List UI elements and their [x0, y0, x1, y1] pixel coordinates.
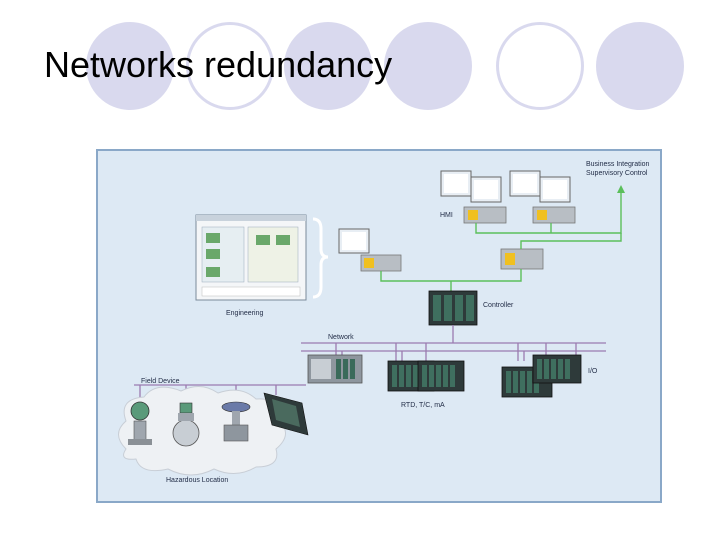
io-rack-5: [532, 354, 582, 384]
hazardous-location-label: Hazardous Location: [166, 477, 228, 484]
flow-transmitter-icon: [128, 401, 152, 445]
supervisory-arrow-icon: [617, 185, 625, 193]
io-rack-3: [417, 360, 465, 392]
business-integration-label: Business Integration: [586, 161, 650, 168]
network-label: Network: [328, 334, 354, 341]
io-label: I/O: [588, 368, 598, 375]
supervisory-network-lines: [380, 189, 622, 291]
decorative-circle-2: [186, 22, 274, 110]
magnetic-flowmeter-icon: [172, 402, 200, 447]
supervisory-control-label: Supervisory Control: [586, 170, 648, 177]
network-diagram: Engineering HMI Business Integra: [96, 149, 662, 503]
engineering-pc-icon: [338, 228, 402, 272]
engineering-label: Engineering: [226, 310, 263, 317]
hmi-label: HMI: [440, 212, 453, 219]
field-device-label: Field Device: [141, 378, 180, 385]
hmi-pc-icon-1: [440, 170, 507, 224]
control-network-lines: [134, 325, 606, 407]
slide-title: Networks redundancy: [44, 44, 393, 85]
rtd-label: RTD, T/C, mA: [401, 402, 445, 409]
decorative-circle-4: [384, 22, 472, 110]
control-valve-icon: [221, 401, 251, 442]
decorative-circle-6: [596, 22, 684, 110]
decorative-circle-5: [496, 22, 584, 110]
server-icon: [500, 248, 544, 270]
controller-label: Controller: [483, 302, 514, 309]
hmi-pc-icon-2: [509, 170, 576, 224]
io-rack-1: [307, 354, 363, 384]
decorative-circle-1: [86, 22, 174, 110]
remote-io-module-icon: [263, 392, 309, 436]
decorative-circle-3: [284, 22, 372, 110]
controller-icon: [428, 290, 478, 326]
engineering-workstation-screen: [195, 214, 329, 301]
